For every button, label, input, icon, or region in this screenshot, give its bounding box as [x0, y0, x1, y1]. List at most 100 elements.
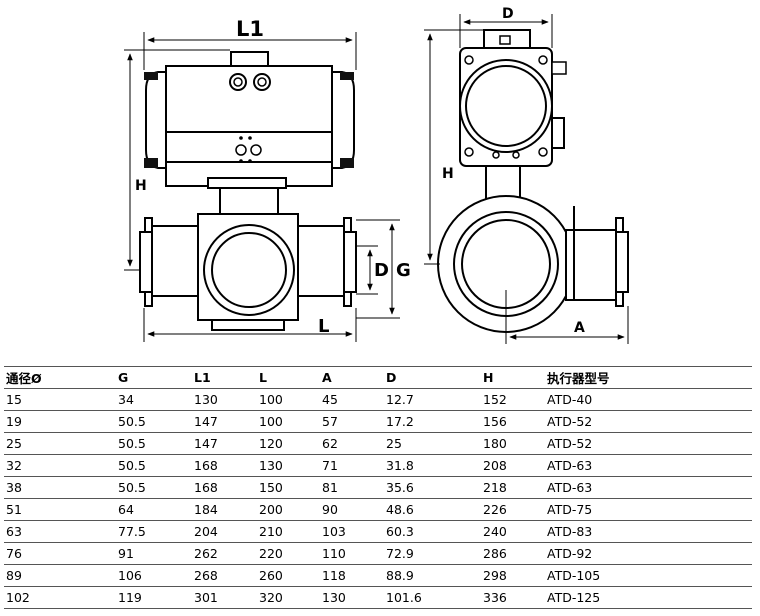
table-cell: 180	[481, 432, 545, 455]
table-cell: ATD-83	[545, 520, 752, 543]
table-cell: 220	[257, 542, 320, 565]
table-cell: 100	[257, 388, 320, 411]
side-dimension-labels: D H A	[442, 6, 585, 336]
table-cell: 152	[481, 388, 545, 411]
table-cell: ATD-52	[545, 410, 752, 433]
table-cell: 90	[320, 498, 384, 521]
label-side-h: H	[442, 166, 454, 182]
header-g: G	[116, 366, 192, 389]
side-view	[437, 29, 629, 333]
table-cell: 63	[4, 520, 116, 543]
table-cell: 204	[192, 520, 257, 543]
table-cell: 19	[4, 410, 116, 433]
table-cell: 150	[257, 476, 320, 499]
front-dimension-labels: L1 H D G L	[135, 17, 411, 337]
table-cell: 48.6	[384, 498, 481, 521]
table-cell: 88.9	[384, 564, 481, 587]
actuator-right-end-cap	[331, 71, 355, 169]
table-cell: 72.9	[384, 542, 481, 565]
table-cell: 25	[4, 432, 116, 455]
table-cell: 50.5	[116, 410, 192, 433]
table-cell: 103	[320, 520, 384, 543]
table-cell: 77.5	[116, 520, 192, 543]
table-cell: 101.6	[384, 586, 481, 609]
table-cell: 210	[257, 520, 320, 543]
table-cell: 91	[116, 542, 192, 565]
table-cell: 118	[320, 564, 384, 587]
table-cell: ATD-52	[545, 432, 752, 455]
table-cell: 51	[4, 498, 116, 521]
table-cell: ATD-125	[545, 586, 752, 609]
table-cell: 15	[4, 388, 116, 411]
table-cell: 110	[320, 542, 384, 565]
header-l: L	[257, 366, 320, 389]
header-h: H	[481, 366, 545, 389]
table-cell: 64	[116, 498, 192, 521]
table-cell: ATD-63	[545, 454, 752, 477]
table-cell: 60.3	[384, 520, 481, 543]
table-cell: 268	[192, 564, 257, 587]
label-h: H	[135, 178, 147, 194]
table-cell: 168	[192, 476, 257, 499]
actuator-port-small	[235, 144, 247, 156]
table-cell: 130	[192, 388, 257, 411]
table-cell: 50.5	[116, 476, 192, 499]
table-cell: 320	[257, 586, 320, 609]
table-cell: 25	[384, 432, 481, 455]
table-cell: 130	[257, 454, 320, 477]
table-cell: 200	[257, 498, 320, 521]
label-side-d: D	[502, 6, 514, 22]
mounting-bracket	[207, 177, 287, 189]
front-dimensions	[124, 32, 400, 342]
label-side-a: A	[574, 320, 585, 336]
header-d: D	[384, 366, 481, 389]
table-cell: 102	[4, 586, 116, 609]
table-cell: ATD-75	[545, 498, 752, 521]
header-actuator-model: 执行器型号	[545, 366, 752, 389]
table-cell: 89	[4, 564, 116, 587]
table-cell: 336	[481, 586, 545, 609]
actuator-body	[165, 65, 333, 187]
table-cell: 57	[320, 410, 384, 433]
table-cell: 301	[192, 586, 257, 609]
table-cell: 71	[320, 454, 384, 477]
table-cell: ATD-63	[545, 476, 752, 499]
label-l: L	[318, 316, 329, 337]
table-cell: 50.5	[116, 432, 192, 455]
table-cell: 50.5	[116, 454, 192, 477]
table-cell: 226	[481, 498, 545, 521]
table-cell: 81	[320, 476, 384, 499]
side-dimensions	[424, 14, 629, 344]
table-cell: 32	[4, 454, 116, 477]
label-g: G	[396, 260, 411, 281]
header-l1: L1	[192, 366, 257, 389]
table-cell: 34	[116, 388, 192, 411]
label-l1: L1	[236, 17, 264, 41]
table-cell: 147	[192, 432, 257, 455]
header-a: A	[320, 366, 384, 389]
table-cell: 208	[481, 454, 545, 477]
table-cell: 130	[320, 586, 384, 609]
table-cell: 168	[192, 454, 257, 477]
table-cell: ATD-105	[545, 564, 752, 587]
table-cell: ATD-92	[545, 542, 752, 565]
table-cell: 38	[4, 476, 116, 499]
table-header-row: 通径Ø G L1 L A D H 执行器型号	[4, 366, 752, 389]
table-cell: 17.2	[384, 410, 481, 433]
table-cell: 260	[257, 564, 320, 587]
table-cell: 262	[192, 542, 257, 565]
table-cell: 184	[192, 498, 257, 521]
table-cell: 35.6	[384, 476, 481, 499]
table-cell: 45	[320, 388, 384, 411]
table-cell: 298	[481, 564, 545, 587]
table-cell: 218	[481, 476, 545, 499]
table-cell: 156	[481, 410, 545, 433]
